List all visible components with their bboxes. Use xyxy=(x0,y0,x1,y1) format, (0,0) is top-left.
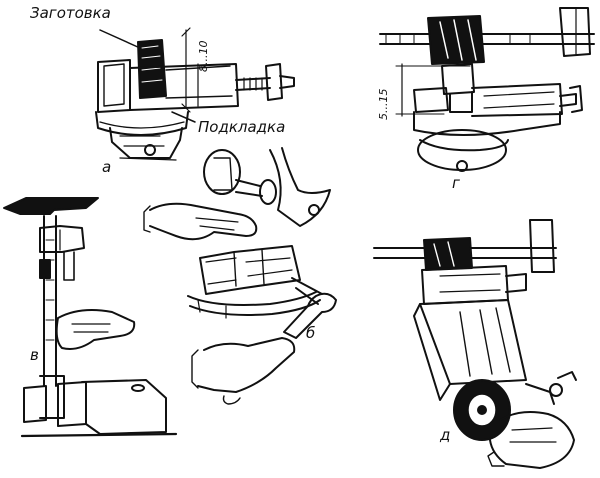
label-shim: Подкладка xyxy=(198,118,286,136)
panel-d-vise-on-table xyxy=(373,219,577,469)
panel-g-vise-under-cutter xyxy=(379,7,595,172)
panel-v-height-gauge xyxy=(3,197,178,438)
dimension-g: 5...15 xyxy=(377,88,390,121)
panel-label-b: б xyxy=(306,324,316,342)
dimension-a: 8...10 xyxy=(197,40,210,73)
label-workpiece: Заготовка xyxy=(30,4,111,22)
panel-label-v: в xyxy=(30,346,39,364)
panel-b-tightening-vise xyxy=(143,147,337,405)
panel-label-d: д xyxy=(440,426,451,444)
panel-a-vise-with-workpiece xyxy=(95,27,295,161)
panel-label-a: а xyxy=(102,158,112,176)
panel-label-g: г xyxy=(452,174,460,192)
